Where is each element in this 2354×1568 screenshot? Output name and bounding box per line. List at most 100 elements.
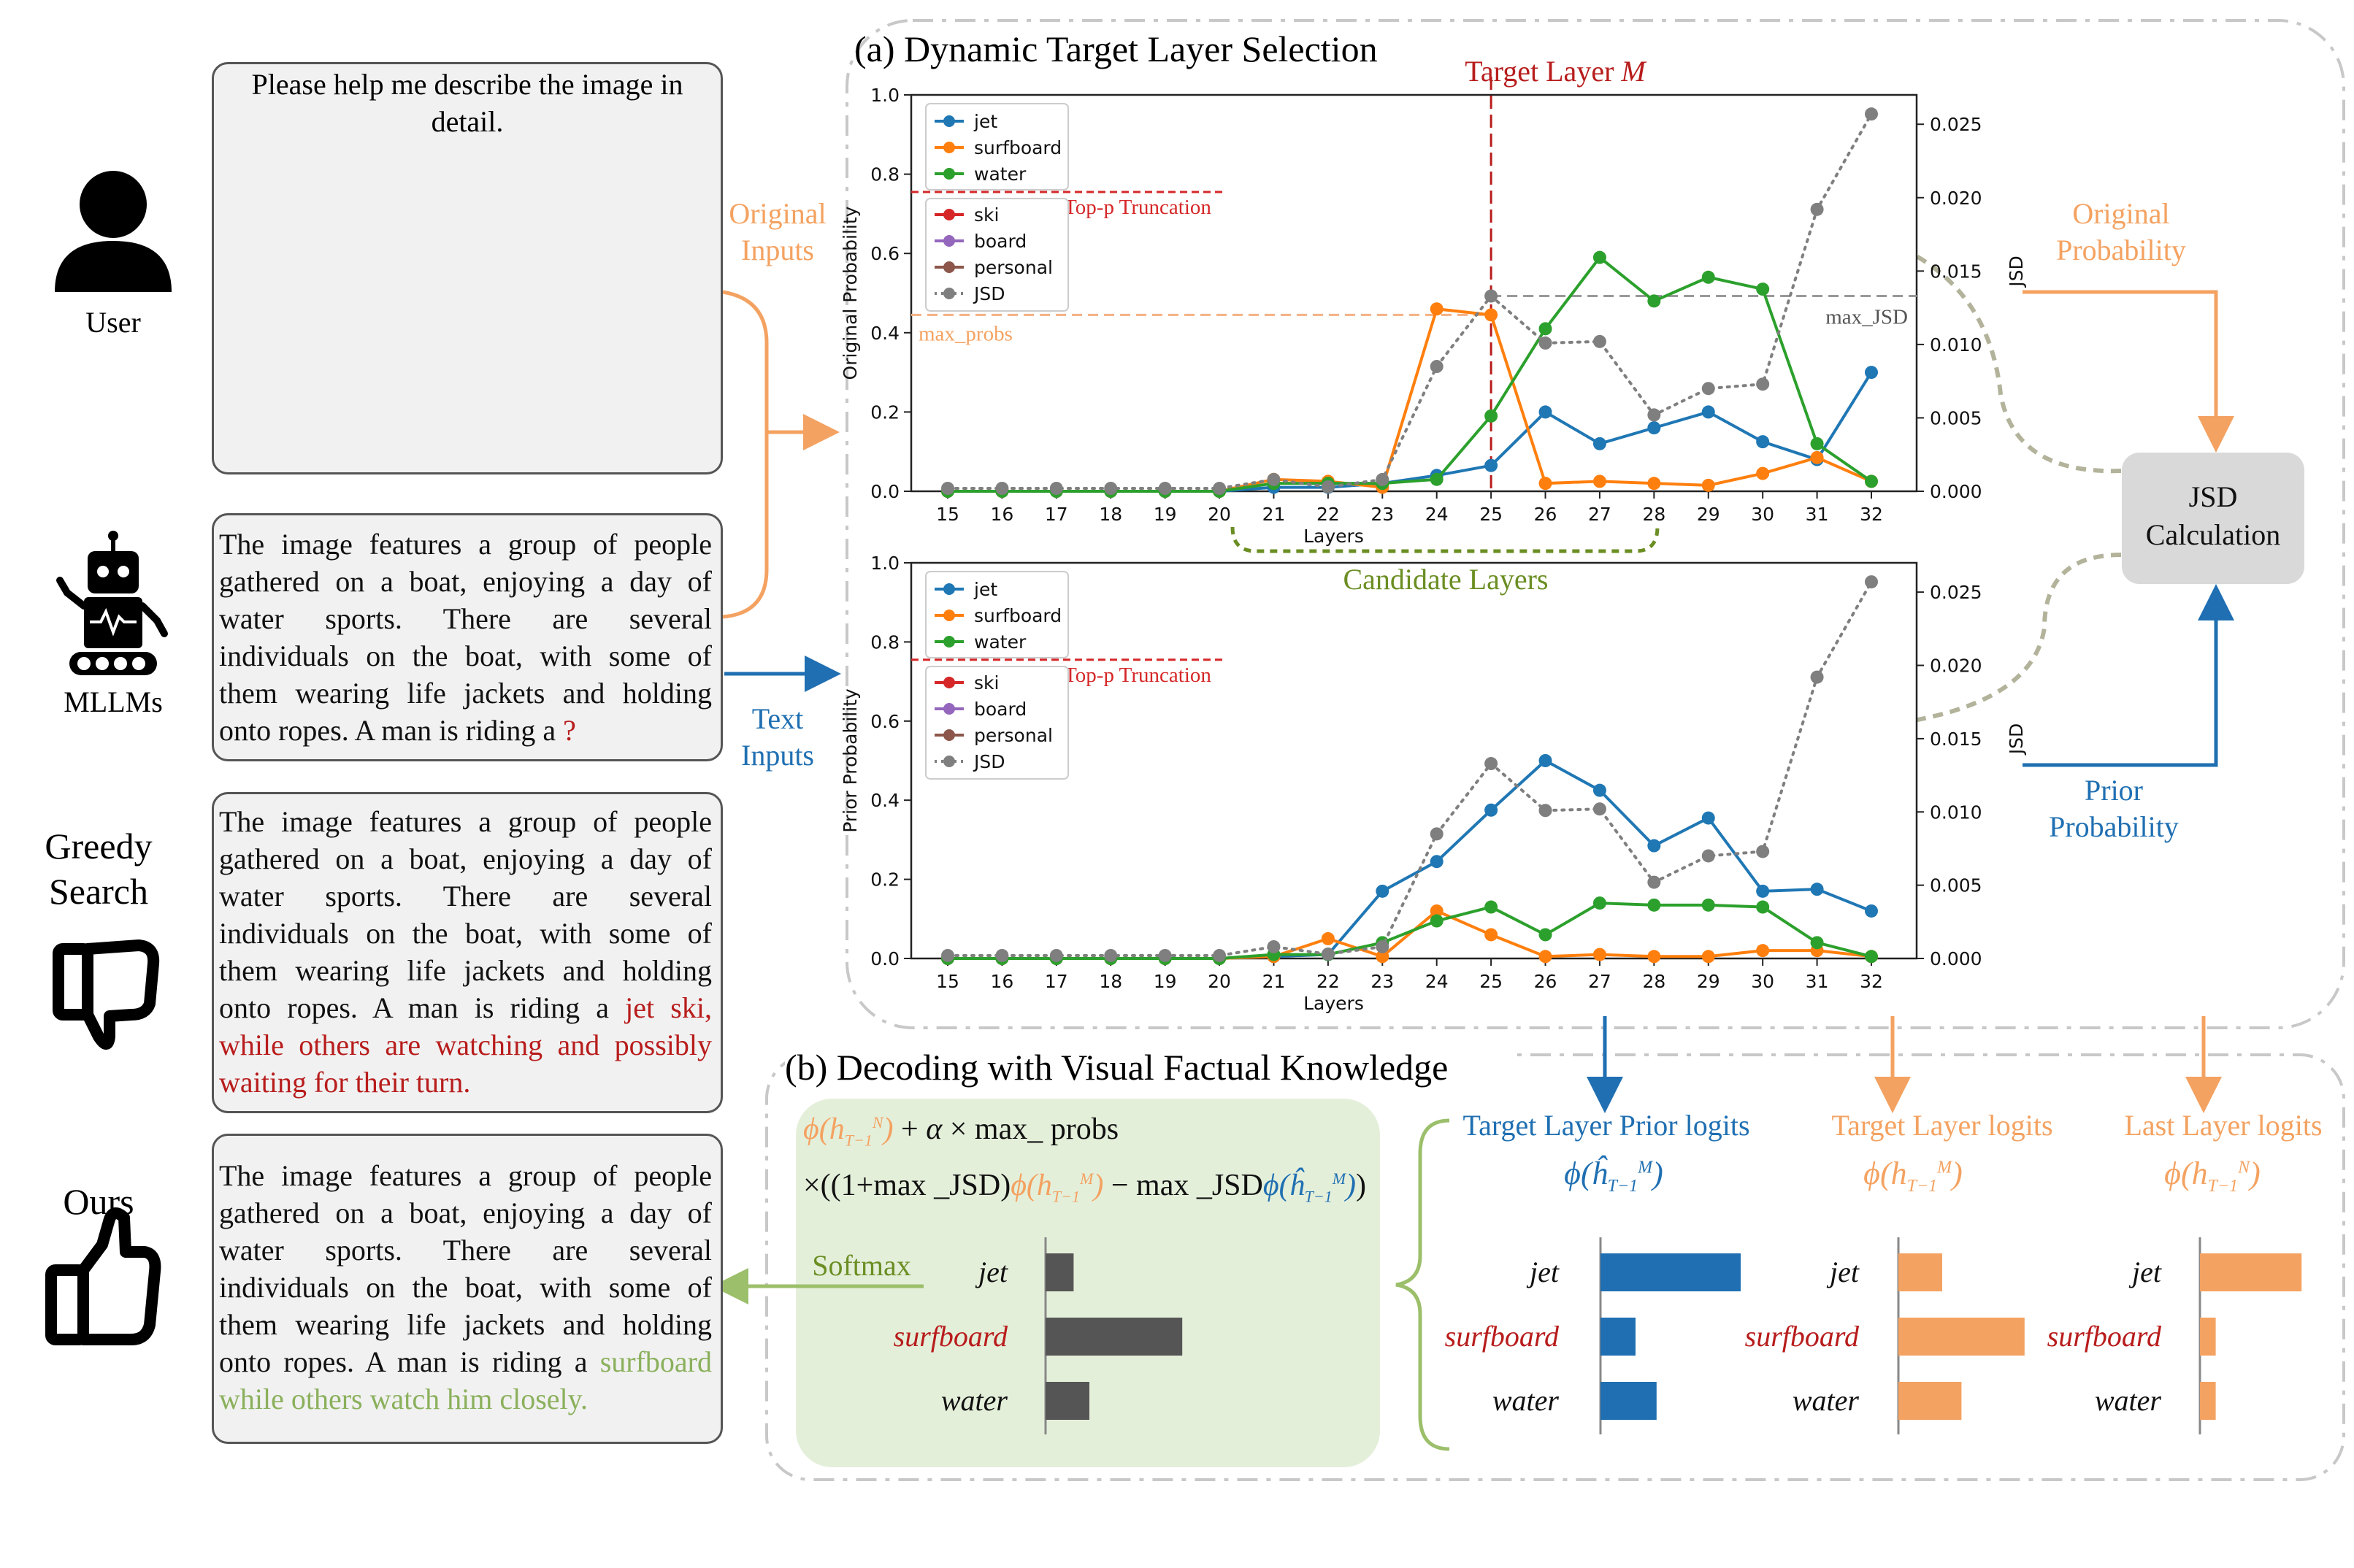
chart0-point-water <box>1484 409 1498 423</box>
chart0-point-jet <box>1592 437 1606 450</box>
chart1-legend-label-personal: personal <box>974 725 1053 746</box>
chart0-point-surfboard <box>1538 477 1552 491</box>
chart0-point-jsd <box>1592 334 1606 348</box>
chart1-point-jsd <box>1376 939 1389 953</box>
phi-prior-expression: ϕ(ĥT−1M) <box>1564 1156 1663 1196</box>
original-inputs-arrow <box>722 290 769 619</box>
chart0-xtick-label: 15 <box>936 504 959 525</box>
chart1-legend-label-ski: ski <box>974 672 999 693</box>
chart0-point-jsd <box>1049 481 1063 495</box>
curly-brace <box>1395 1118 1450 1451</box>
bars3-bar-jet <box>1600 1253 1741 1291</box>
chart1-y2tick-label: 0.025 <box>1930 582 1982 603</box>
prior-logits-header: Target Layer Prior logits <box>1462 1109 1750 1142</box>
greedy-label: Greedy Search <box>45 826 153 912</box>
bars4-bar-jet <box>1898 1253 1942 1291</box>
chart1-ytick-label: 1.0 <box>870 553 900 574</box>
chart1-legend-marker-ski <box>943 677 955 688</box>
chart0-y2tick-label: 0.025 <box>1930 114 1982 135</box>
chart0-point-jsd <box>941 481 954 495</box>
chart0-point-jsd <box>1158 481 1172 495</box>
chart0-point-surfboard <box>1647 477 1661 491</box>
chart0-legend-label-board: board <box>974 231 1027 252</box>
ours-label: Ours <box>63 1181 134 1222</box>
bars2-bar-water <box>1046 1382 1089 1420</box>
chart1-xtick-label: 25 <box>1479 971 1503 992</box>
chart1-legend-marker-board <box>943 703 955 715</box>
chart0-point-surfboard <box>1484 308 1498 322</box>
chart1-y2tick-label: 0.005 <box>1930 875 1982 896</box>
chart0-legend-marker-personal <box>943 261 955 273</box>
chart1-point-jsd <box>1484 757 1498 771</box>
chart1-xtick-label: 22 <box>1316 971 1340 992</box>
chart1-ytick-label: 0.4 <box>870 790 900 811</box>
chart0-xtick-label: 19 <box>1154 504 1177 525</box>
chart1-point-jsd <box>1430 827 1444 841</box>
chart0-max-probs-label: max_probs <box>919 322 1013 345</box>
chart1-xtick-label: 16 <box>991 971 1014 992</box>
chart0-point-surfboard <box>1756 466 1770 480</box>
chart1-point-jsd <box>1701 849 1715 863</box>
chart0-ytick-label: 0.0 <box>870 481 900 502</box>
chart1-xtick-label: 27 <box>1588 971 1611 992</box>
panel-a-border <box>846 19 2345 1029</box>
bars3-token-jet: jet <box>1526 1256 1560 1288</box>
chart0-ytick-label: 0.8 <box>870 164 900 185</box>
robot-icon <box>56 531 168 675</box>
chart1-legend-marker-jsd <box>943 756 955 767</box>
bars5-token-surfboard: surfboard <box>2047 1320 2162 1353</box>
chart0-xtick-label: 24 <box>1425 504 1449 525</box>
bars5-token-water: water <box>2095 1384 2162 1417</box>
phi-target-expression: ϕ(hT−1M) <box>1863 1156 1963 1196</box>
chart1-y2label: JSD <box>2006 723 2027 756</box>
formula-line-1: ϕ(hT−1N) + α × max_ probs <box>803 1112 1119 1150</box>
bars4-token-water: water <box>1793 1384 1860 1417</box>
chart1-xtick-label: 19 <box>1154 971 1177 992</box>
chart0-xtick-label: 26 <box>1534 504 1557 525</box>
chart0-point-jsd <box>1538 336 1552 350</box>
chart0-y2tick-label: 0.020 <box>1930 188 1982 209</box>
formula-box <box>796 1099 1380 1467</box>
greedy-output-box <box>212 792 723 1113</box>
chart1-ytick-label: 0.8 <box>870 631 900 653</box>
panel-b-border <box>765 1053 2345 1481</box>
prior-probability-label: Prior Probability <box>2049 774 2179 843</box>
chart1-point-jet <box>1430 855 1444 869</box>
chart0-point-jsd <box>1376 472 1389 486</box>
chart1-point-jsd <box>1049 948 1063 962</box>
chart1-point-jsd <box>1213 948 1227 962</box>
prior-probability-arrow <box>2023 584 2234 767</box>
chart0-legend-label-surfboard: surfboard <box>974 137 1062 158</box>
ours-output-box <box>212 1134 723 1444</box>
bars5-bar-water <box>2200 1382 2216 1420</box>
chart1-frame <box>910 561 1918 960</box>
chart0-xtick-label: 21 <box>1262 504 1286 525</box>
chart1-legend-marker-surfboard <box>943 610 955 621</box>
chart1-point-water <box>1484 900 1498 914</box>
chart1-point-jet <box>1865 904 1878 918</box>
chart0-xtick-label: 18 <box>1099 504 1122 525</box>
chart1-point-surfboard <box>1538 950 1552 964</box>
chart1-series-water-line <box>946 902 1873 960</box>
chart0-point-jsd <box>1756 377 1770 391</box>
chart1-xtick-label: 26 <box>1534 971 1557 992</box>
chart0-legend-marker-jsd <box>943 288 955 299</box>
chart0-point-water <box>1592 250 1606 264</box>
chart0-ytick-label: 0.6 <box>870 243 900 264</box>
chart0-ytick-label: 1.0 <box>870 85 900 106</box>
chart0-point-jsd <box>1484 289 1498 303</box>
chart1-point-jsd <box>1321 947 1335 961</box>
chart0-xlabel: Layers <box>1303 526 1364 547</box>
chart0-max-jsd-label: max_JSD <box>1825 306 1908 329</box>
bars4-bar-surfboard <box>1898 1318 2025 1356</box>
chart0-point-water <box>1647 294 1661 308</box>
bars2-token-water: water <box>941 1384 1008 1417</box>
chart1-ytick-label: 0.6 <box>870 711 900 732</box>
chart1-legend-box-1 <box>925 571 1069 658</box>
bars5-bar-surfboard <box>2200 1318 2216 1356</box>
chart1-xtick-label: 30 <box>1751 971 1774 992</box>
chart1-point-jet <box>1484 803 1498 817</box>
chart0-xtick-label: 17 <box>1045 504 1068 525</box>
chart0-point-jet <box>1484 458 1498 472</box>
